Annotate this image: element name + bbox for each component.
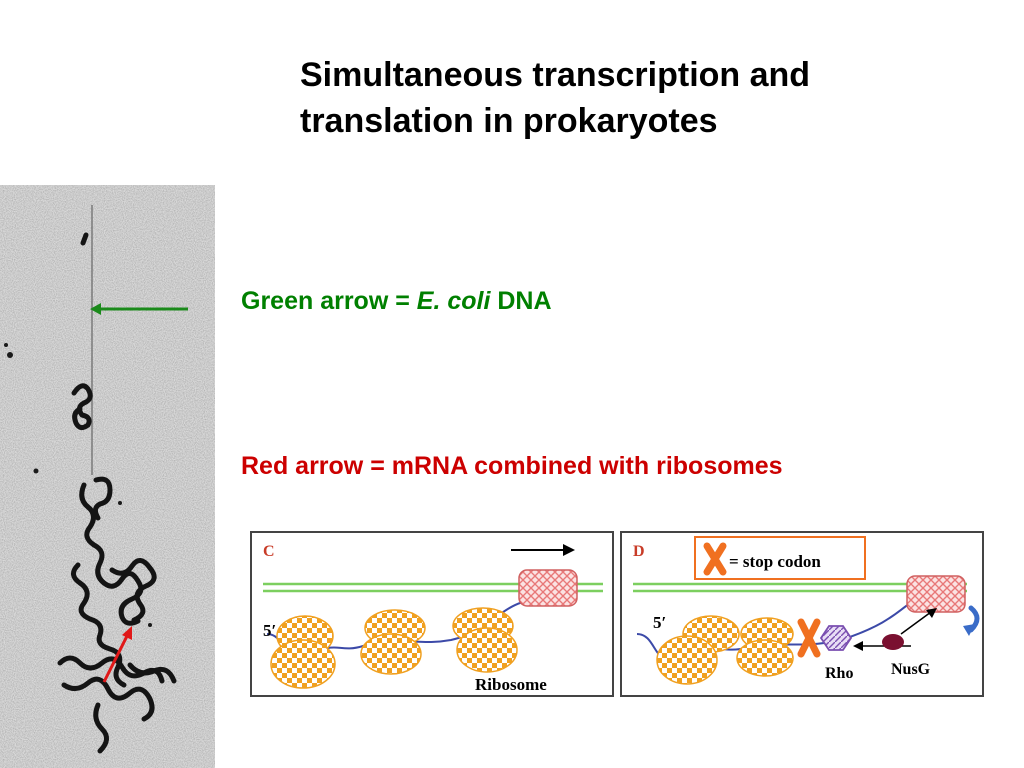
red-arrow-head	[122, 626, 132, 640]
rho-label: Rho	[825, 665, 853, 682]
panel-c-letter: C	[263, 543, 275, 560]
curved-arrow-head	[963, 624, 975, 636]
panel-c-five-prime: 5′	[263, 621, 276, 640]
ribosome-1-large	[270, 639, 336, 689]
rna-polymerase	[518, 569, 578, 607]
stop-codon-legend-text: = stop codon	[729, 552, 821, 571]
green-note-prefix: Green arrow =	[241, 287, 417, 315]
title-line-1: Simultaneous transcription and	[300, 56, 811, 94]
nusg-to-polymerase-arrow	[900, 611, 932, 635]
ribosome-3-large	[456, 627, 518, 673]
diagram-panels: C 5′ Ribosome D = stop codon 5′	[250, 531, 984, 697]
ribosome-label: Ribosome	[475, 675, 547, 694]
panel-d: D = stop codon 5′ Rho NusG	[620, 531, 984, 697]
ribosome-d1-large	[656, 635, 718, 685]
micrograph-specks	[4, 343, 152, 627]
slide-title: Simultaneous transcription and translati…	[300, 52, 1000, 144]
rna-polymerase-d	[906, 575, 966, 613]
title-line-2: translation in prokaryotes	[300, 102, 718, 140]
rho-protein	[819, 625, 853, 651]
polyribosome-clusters	[57, 232, 177, 754]
ribosome-d2-large	[736, 639, 794, 677]
green-arrow-head	[90, 303, 101, 315]
panel-d-letter: D	[633, 543, 645, 560]
red-arrow-note: Red arrow = mRNA combined with ribosomes	[241, 452, 783, 480]
green-arrow-note: Green arrow = E. coli DNA	[241, 287, 552, 316]
nusg-to-rho-arrow-head	[853, 641, 863, 651]
nusg-protein	[882, 634, 904, 650]
green-note-suffix: DNA	[490, 287, 552, 315]
panel-d-five-prime: 5′	[653, 613, 666, 632]
species-name: E. coli	[416, 287, 491, 315]
ribosome-2-large	[360, 633, 422, 675]
stop-codon-marker-icon	[797, 618, 821, 658]
nusg-to-polymerase-arrow-head	[926, 608, 937, 618]
panel-c: C 5′ Ribosome	[250, 531, 614, 697]
stop-codon-x-icon	[703, 542, 727, 576]
nusg-label: NusG	[891, 661, 931, 678]
electron-micrograph	[0, 185, 215, 768]
direction-arrow-head	[563, 544, 575, 556]
red-arrow-icon	[102, 633, 130, 683]
